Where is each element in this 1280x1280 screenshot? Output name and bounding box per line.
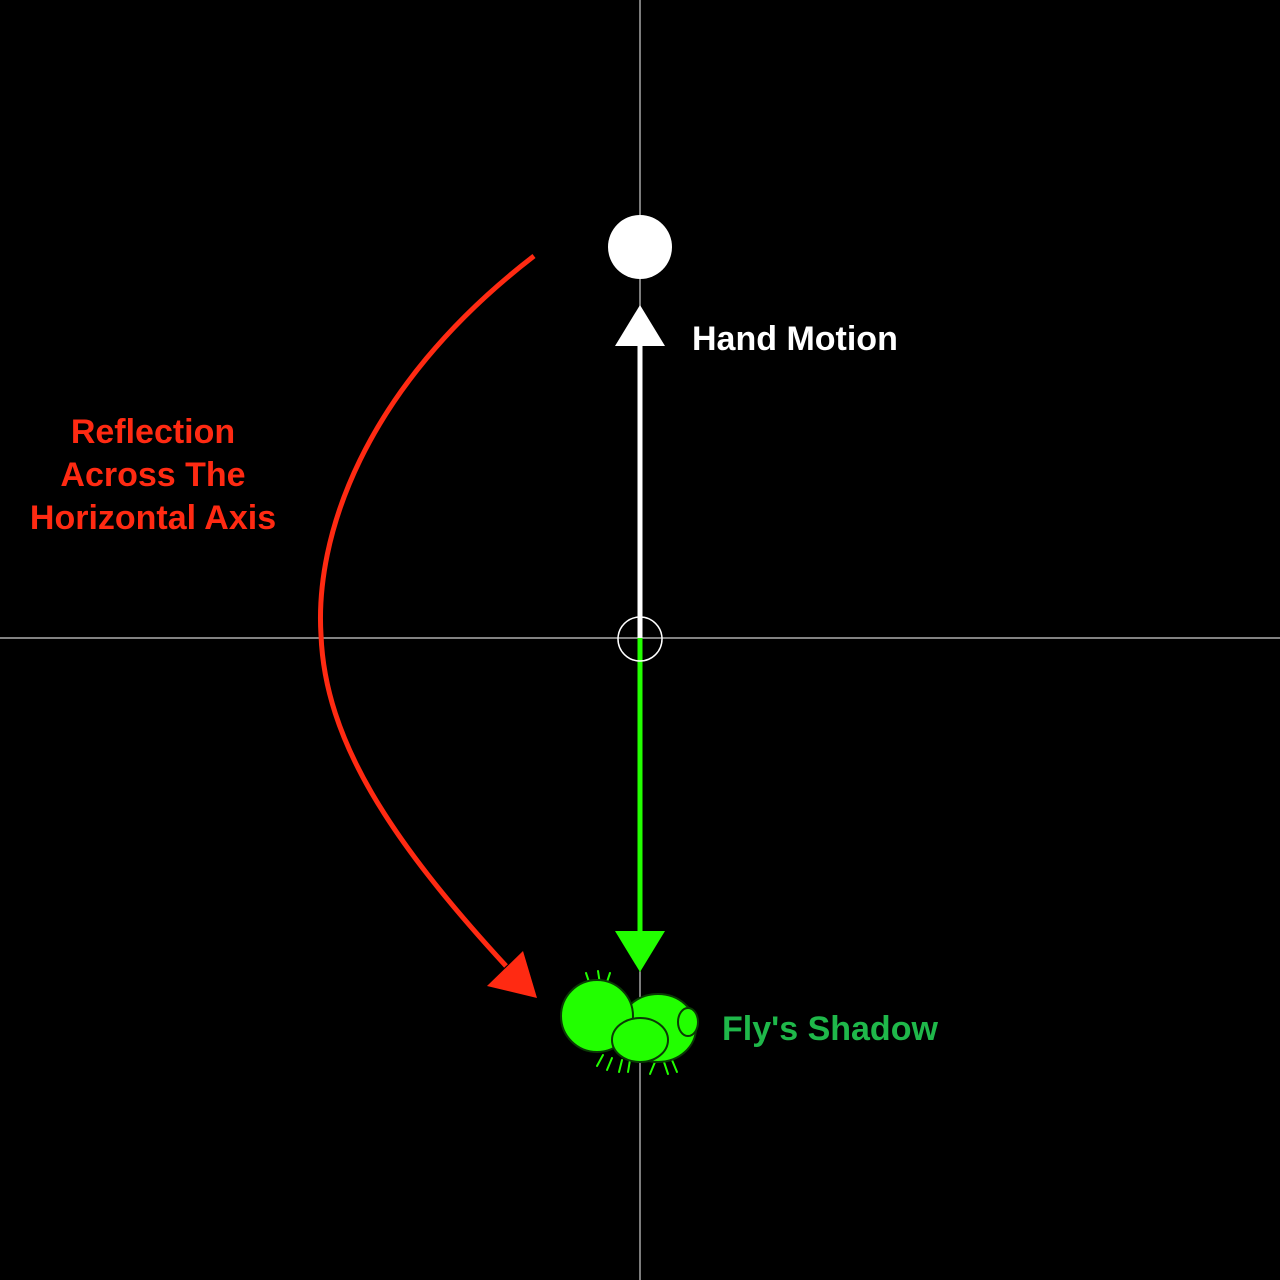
hand-motion-arrowhead: [615, 305, 665, 346]
fly-silhouette-icon: [560, 970, 699, 1075]
reflection-label-line-2: Across The: [60, 456, 245, 494]
reflection-label-line-1: Reflection: [71, 413, 235, 451]
shadow-arrowhead: [615, 931, 665, 972]
flys-shadow-label: Fly's Shadow: [722, 1010, 938, 1048]
hand-position-dot-icon: [608, 215, 672, 279]
reflection-arrowhead: [487, 951, 537, 998]
origin-circle-icon: [617, 616, 663, 662]
hand-motion-label: Hand Motion: [692, 320, 898, 358]
reflection-curve-arrow: [318, 254, 536, 968]
reflection-label-line-3: Horizontal Axis: [30, 499, 276, 537]
